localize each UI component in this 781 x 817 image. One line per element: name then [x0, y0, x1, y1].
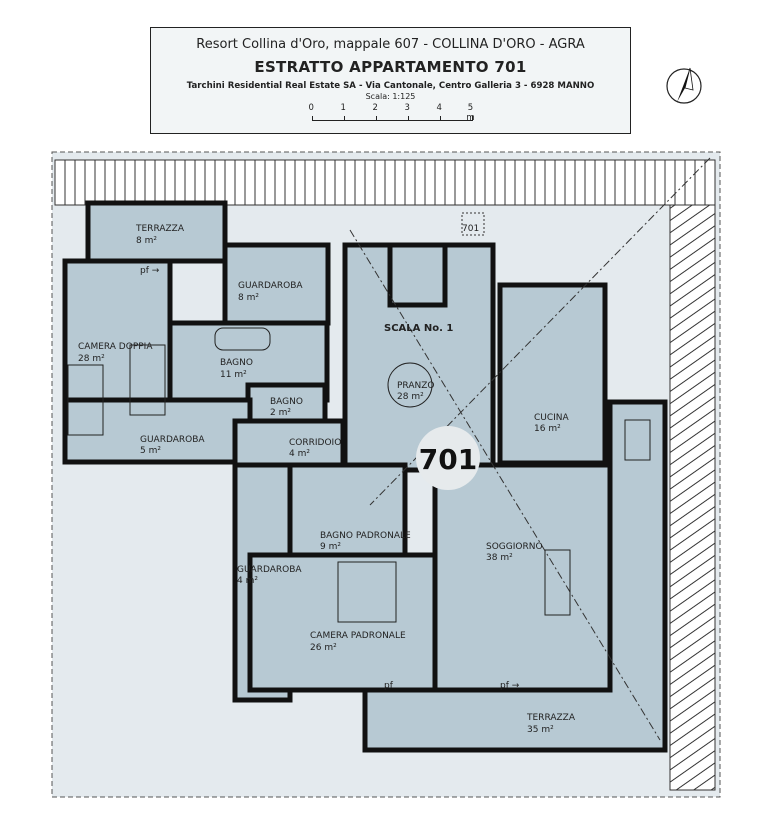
stair-label: SCALA No. 1: [384, 323, 453, 334]
roof-hatch-top: [54, 159, 716, 206]
room-area: 8 m²: [136, 236, 157, 246]
room-name: CAMERA DOPPIA: [78, 342, 153, 352]
room-name: BAGNO: [270, 397, 303, 407]
room-area: 28 m²: [397, 392, 424, 402]
bathtub-icon: [214, 327, 271, 351]
plan-title: ESTRATTO APPARTAMENTO 701: [254, 58, 527, 76]
bed-icon: [129, 344, 166, 416]
room-area: 35 m²: [527, 725, 554, 735]
roof-hatch-right: [669, 204, 716, 791]
room-area: 2 m²: [270, 408, 291, 418]
room-area: 4 m²: [289, 449, 310, 459]
window-marker: pf: [384, 681, 394, 691]
room-name: GUARDAROBA: [238, 281, 303, 291]
room-name: PRANZO: [397, 381, 434, 391]
room-area: 4 m²: [237, 576, 258, 586]
room-name: CORRIDOIO: [289, 438, 341, 448]
scale-tick-label: 1: [340, 103, 346, 113]
room-camera-doppia: [62, 258, 173, 404]
window-marker: pf →: [140, 266, 160, 276]
scale-tick-label: 2: [372, 103, 378, 113]
company-text: Tarchini Residential Real Estate SA - Vi…: [186, 81, 595, 91]
sofa-icon: [544, 549, 571, 616]
room-name: CAMERA PADRONALE: [310, 631, 406, 641]
axis-line: [349, 229, 661, 741]
dining-table-icon: [624, 419, 651, 461]
room-guardaroba-5: [62, 397, 253, 465]
room-terrazza-35: [362, 399, 668, 753]
room-guardaroba-8: [222, 242, 331, 326]
scale-tick-label: 3: [404, 103, 410, 113]
apartment-badge: [416, 426, 480, 490]
room-camera-padronale: [247, 552, 438, 693]
title-block: Resort Collina d'Oro, mappale 607 - COLL…: [150, 27, 631, 134]
room-area: 9 m²: [320, 542, 341, 552]
room-area: 26 m²: [310, 643, 337, 653]
double-bed-icon: [337, 561, 397, 623]
scale-tick-label: 5 m: [466, 103, 475, 123]
room-area: 11 m²: [220, 370, 247, 380]
room-area: 5 m²: [140, 446, 161, 456]
room-area: 28 m²: [78, 354, 105, 364]
apartment-number: 701: [419, 443, 477, 476]
room-name: CUCINA: [534, 413, 570, 423]
scale-tick-label: 4: [436, 103, 442, 113]
room-name: BAGNO PADRONALE: [320, 531, 411, 541]
room-bagno-padronale: [287, 462, 408, 558]
north-arrow-icon: [666, 67, 702, 104]
dining-table-icon: [387, 362, 433, 408]
room-area: 16 m²: [534, 424, 561, 434]
room-name: SOGGIORNO: [486, 542, 543, 552]
stair-tag-box: [461, 212, 485, 236]
scale-bar: 0 1 2 3 4 5 m: [306, 103, 476, 125]
room-name: TERRAZZA: [526, 713, 576, 723]
scale-text: Scala: 1:125: [365, 92, 416, 101]
room-cucina: [497, 282, 608, 466]
bed-icon: [67, 364, 104, 436]
room-name: TERRAZZA: [135, 224, 185, 234]
room-name: BAGNO: [220, 358, 253, 368]
scale-tick-label: 0: [308, 103, 314, 113]
location-text: Resort Collina d'Oro, mappale 607 - COLL…: [196, 37, 585, 52]
elevator: [387, 242, 448, 308]
window-marker: pf →: [500, 681, 520, 691]
room-bagno-2: [245, 382, 328, 424]
room-area: 38 m²: [486, 553, 513, 563]
stair-tag: 701: [462, 224, 479, 234]
room-name: GUARDAROBA: [140, 435, 205, 445]
room-name: GUARDAROBA: [237, 565, 302, 575]
room-soggiorno: [432, 462, 613, 693]
room-area: 8 m²: [238, 293, 259, 303]
